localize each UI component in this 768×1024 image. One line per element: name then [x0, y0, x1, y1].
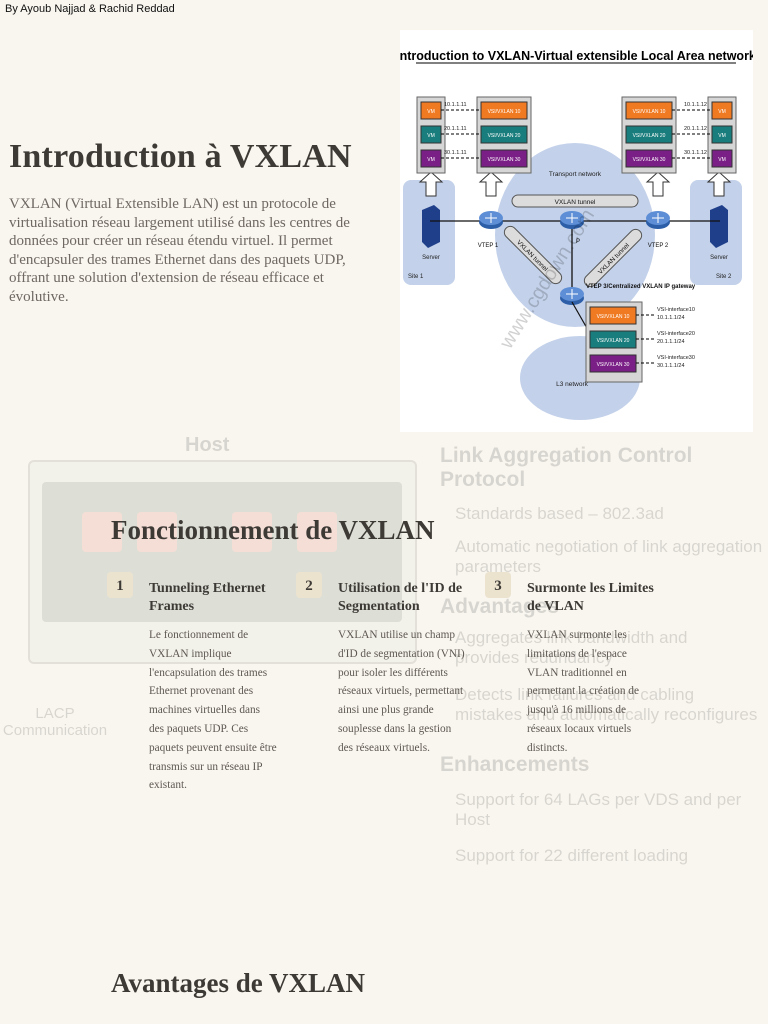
tunnel-label: VXLAN tunnel [555, 199, 596, 206]
router-icon [479, 211, 503, 229]
ghost-lacp-label: LACP Communication [2, 705, 108, 739]
card-title: Tunneling Ethernet Frames [149, 581, 266, 614]
ghost-bullet: Automatic negotiation of link aggregatio… [455, 537, 763, 576]
vsi-label: VSI/VXLAN 20 [633, 133, 666, 139]
ghost-bullet: Support for 64 LAGs per VDS and per Host [455, 790, 742, 829]
p-label: P [576, 239, 580, 245]
section-heading-fonctionnement: Fonctionnement de VXLAN [111, 515, 435, 545]
vsi-label: VSI/VXLAN 30 [633, 157, 666, 163]
card-body: Le fonctionnement de VXLAN implique l'en… [149, 629, 277, 792]
intro-paragraph: VXLAN (Virtual Extensible LAN) est un pr… [9, 196, 350, 305]
vsi-label: VSI/VXLAN 30 [597, 362, 630, 368]
ip-label: 20.1.1.11 [444, 126, 467, 132]
router-icon [560, 287, 584, 305]
transport-network-cloud [495, 143, 655, 327]
card-title: Surmonte les Limites de VLAN [527, 581, 654, 614]
server-icon [710, 205, 728, 248]
router-icon [646, 211, 670, 229]
ip-label: 10.1.1.1/24 [657, 315, 685, 321]
site2-label: Site 2 [716, 274, 732, 280]
step-number: 3 [485, 572, 511, 598]
l3-network-label: L3 network [556, 381, 589, 388]
router-icon [560, 211, 584, 229]
vm-label: VM [427, 157, 435, 163]
ip-label: 30.1.1.12 [684, 150, 707, 156]
vtep1-label: VTEP 1 [478, 243, 499, 249]
ghost-bullet: Support for 22 different loading [455, 846, 689, 865]
vsi-label: VSI/VXLAN 10 [633, 109, 666, 115]
diagram-title: Introduction to VXLAN-Virtual extensible… [400, 49, 753, 63]
vxlan-diagram: Introduction to VXLAN-Virtual extensible… [400, 30, 753, 432]
ghost-host-label: Host [185, 434, 230, 456]
vsi-interface-label: VSI-interface10 [657, 307, 695, 313]
vsi-interface-label: VSI-interface30 [657, 355, 695, 361]
server-label: Server [422, 255, 440, 261]
vm-label: VM [718, 157, 726, 163]
author-byline: By Ayoub Najjad & Rachid Reddad [5, 3, 175, 15]
server-label: Server [710, 255, 728, 261]
vsi-label: VSI/VXLAN 10 [488, 109, 521, 115]
vm-label: VM [427, 133, 435, 139]
step-number: 1 [107, 572, 133, 598]
ip-label: 20.1.1.12 [684, 126, 707, 132]
vsi-label: VSI/VXLAN 20 [488, 133, 521, 139]
ip-label: 20.1.1.1/24 [657, 339, 685, 345]
ip-label: 30.1.1.1/24 [657, 363, 685, 369]
vtep2-label: VTEP 2 [648, 243, 669, 249]
ip-label: 10.1.1.11 [444, 102, 467, 108]
ghost-bullet: Link Aggregation Control Protocol [440, 444, 693, 491]
section-heading-avantages: Avantages de VXLAN [111, 968, 366, 998]
vm-label: VM [718, 109, 726, 115]
ip-label: 10.1.1.12 [684, 102, 707, 108]
ip-label: 30.1.1.11 [444, 150, 467, 156]
vtep3-label: VTEP 3/Centralized VXLAN IP gateway [586, 284, 696, 290]
step-number: 2 [296, 572, 322, 598]
vsi-label: VSI/VXLAN 10 [597, 314, 630, 320]
card-body: VXLAN utilise un champ d'ID de segmentat… [338, 629, 465, 754]
card-body: VXLAN surmonte les limitations de l'espa… [527, 629, 639, 754]
transport-network-label: Transport network [549, 171, 602, 178]
vsi-label: VSI/VXLAN 30 [488, 157, 521, 163]
ghost-bullet: Standards based – 802.3ad [455, 504, 664, 523]
vm-label: VM [718, 133, 726, 139]
vsi-interface-label: VSI-interface20 [657, 331, 695, 337]
card-title: Utilisation de l'ID de Segmentation [338, 581, 463, 614]
vsi-label: VSI/VXLAN 20 [597, 338, 630, 344]
page-title: Introduction à VXLAN [9, 138, 352, 175]
server-icon [422, 205, 440, 248]
vm-label: VM [427, 109, 435, 115]
site1-label: Site 1 [408, 274, 424, 280]
